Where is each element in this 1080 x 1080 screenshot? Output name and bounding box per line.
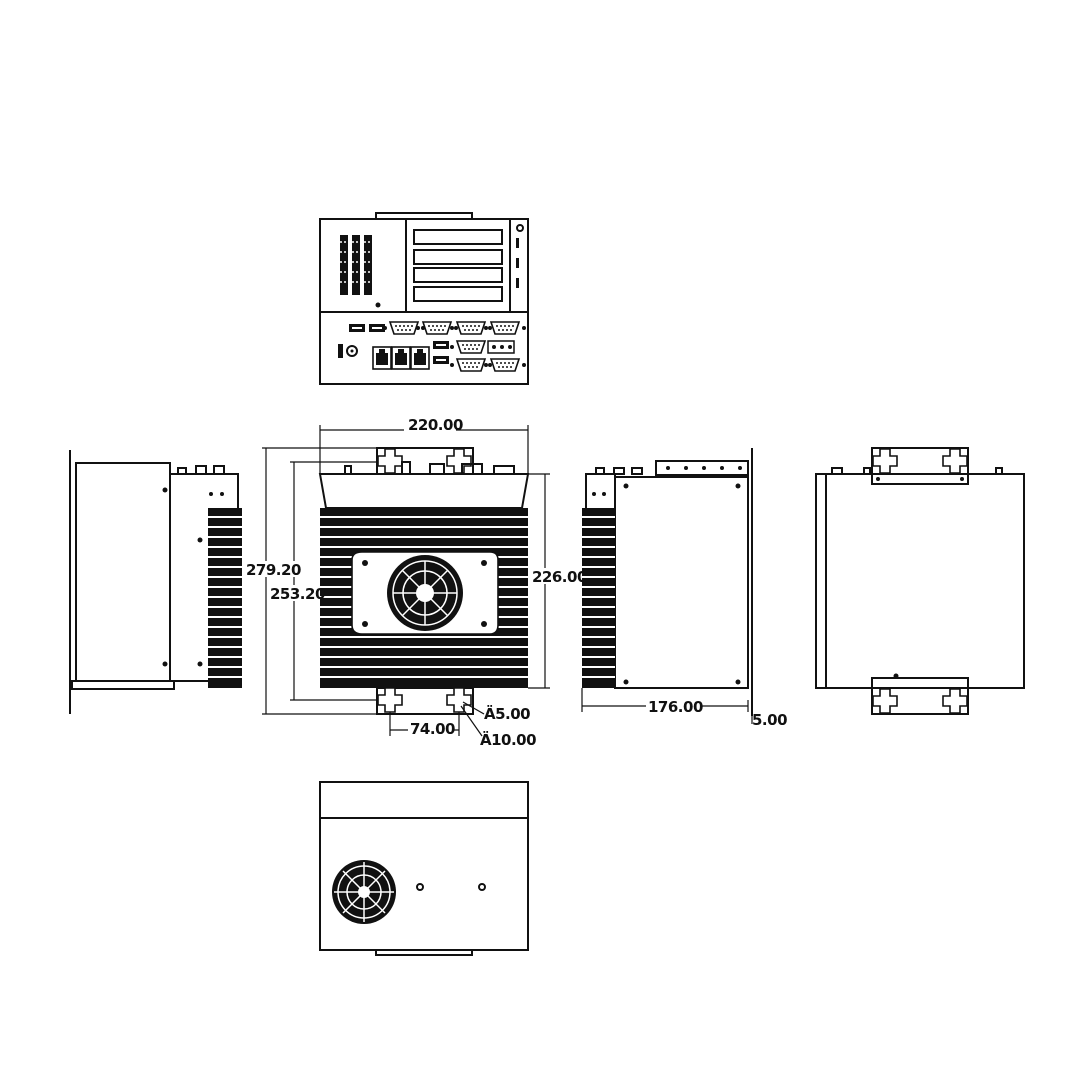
bottom-fan-icon [332,860,396,924]
front-panel-view [319,212,529,385]
rear-view [815,447,1025,715]
top-view: 220.00 279.20 253.20 226.00 74.00 Ä5.00 … [244,416,587,749]
dim-hole-small-label: Ä5.00 [484,704,530,723]
dim-body-height-label: 226.00 [532,568,587,586]
fan-icon [392,560,458,626]
right-side-view: 176.00 5.00 [581,448,788,729]
mount-bracket-top [376,447,474,475]
rear-mount-bracket-bottom [871,687,969,715]
bottom-view [319,781,529,956]
dim-mount-spacing-label: 74.00 [410,720,455,738]
dim-height-inner-label: 253.20 [270,585,325,603]
rear-mount-bracket-top [871,447,969,475]
dimension-lines [262,425,550,737]
left-side-view [69,450,242,714]
io-ports [338,321,527,372]
dim-hole-large-label: Ä10.00 [480,730,536,749]
expansion-slots [413,229,503,302]
mount-bracket-bottom [376,687,474,715]
right-side-fins [582,508,615,688]
dim-bracket-thickness-label: 5.00 [752,711,787,729]
fan-plate [351,551,499,635]
dim-height-outer-label: 279.20 [246,561,301,579]
dim-width-label: 220.00 [408,416,463,434]
dim-depth-label: 176.00 [648,698,703,716]
front-vent-grille [340,235,376,295]
left-side-fins [208,508,242,688]
